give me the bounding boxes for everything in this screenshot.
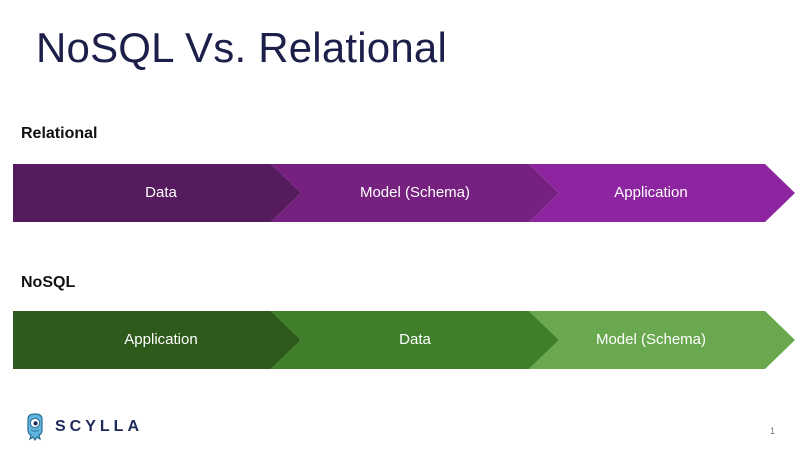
scylla-monster-icon [27, 413, 43, 441]
nosql-step-1-label: Application [124, 331, 198, 348]
relational-step-3-shape [529, 164, 795, 222]
nosql-heading: NoSQL [21, 274, 76, 291]
nosql-step-3-label: Model (Schema) [595, 331, 707, 348]
page-number: 1 [770, 426, 776, 436]
scylla-logo: SCYLLA [24, 412, 143, 442]
relational-step-3-label: Application [614, 184, 688, 201]
relational-step-1-label: Data [145, 184, 177, 201]
slide-title: NoSQL Vs. Relational [36, 24, 447, 71]
nosql-step-2-label: Data [399, 331, 431, 348]
nosql-step-1-shape [13, 311, 301, 369]
relational-step-1-shape [13, 164, 301, 222]
relational-step-2-label: Model (Schema) [359, 184, 471, 201]
logo-wordmark: SCYLLA [55, 418, 143, 435]
nosql-flow: Application Data Model (Schema) [13, 311, 795, 369]
relational-heading: Relational [21, 125, 98, 142]
nosql-step-2-shape [271, 311, 559, 369]
relational-flow: Data Model (Schema) Application [13, 164, 795, 222]
relational-chevron-graphic [13, 164, 795, 222]
relational-step-2-shape [271, 164, 559, 222]
nosql-chevron-graphic [13, 311, 795, 369]
nosql-step-3-shape [529, 311, 795, 369]
